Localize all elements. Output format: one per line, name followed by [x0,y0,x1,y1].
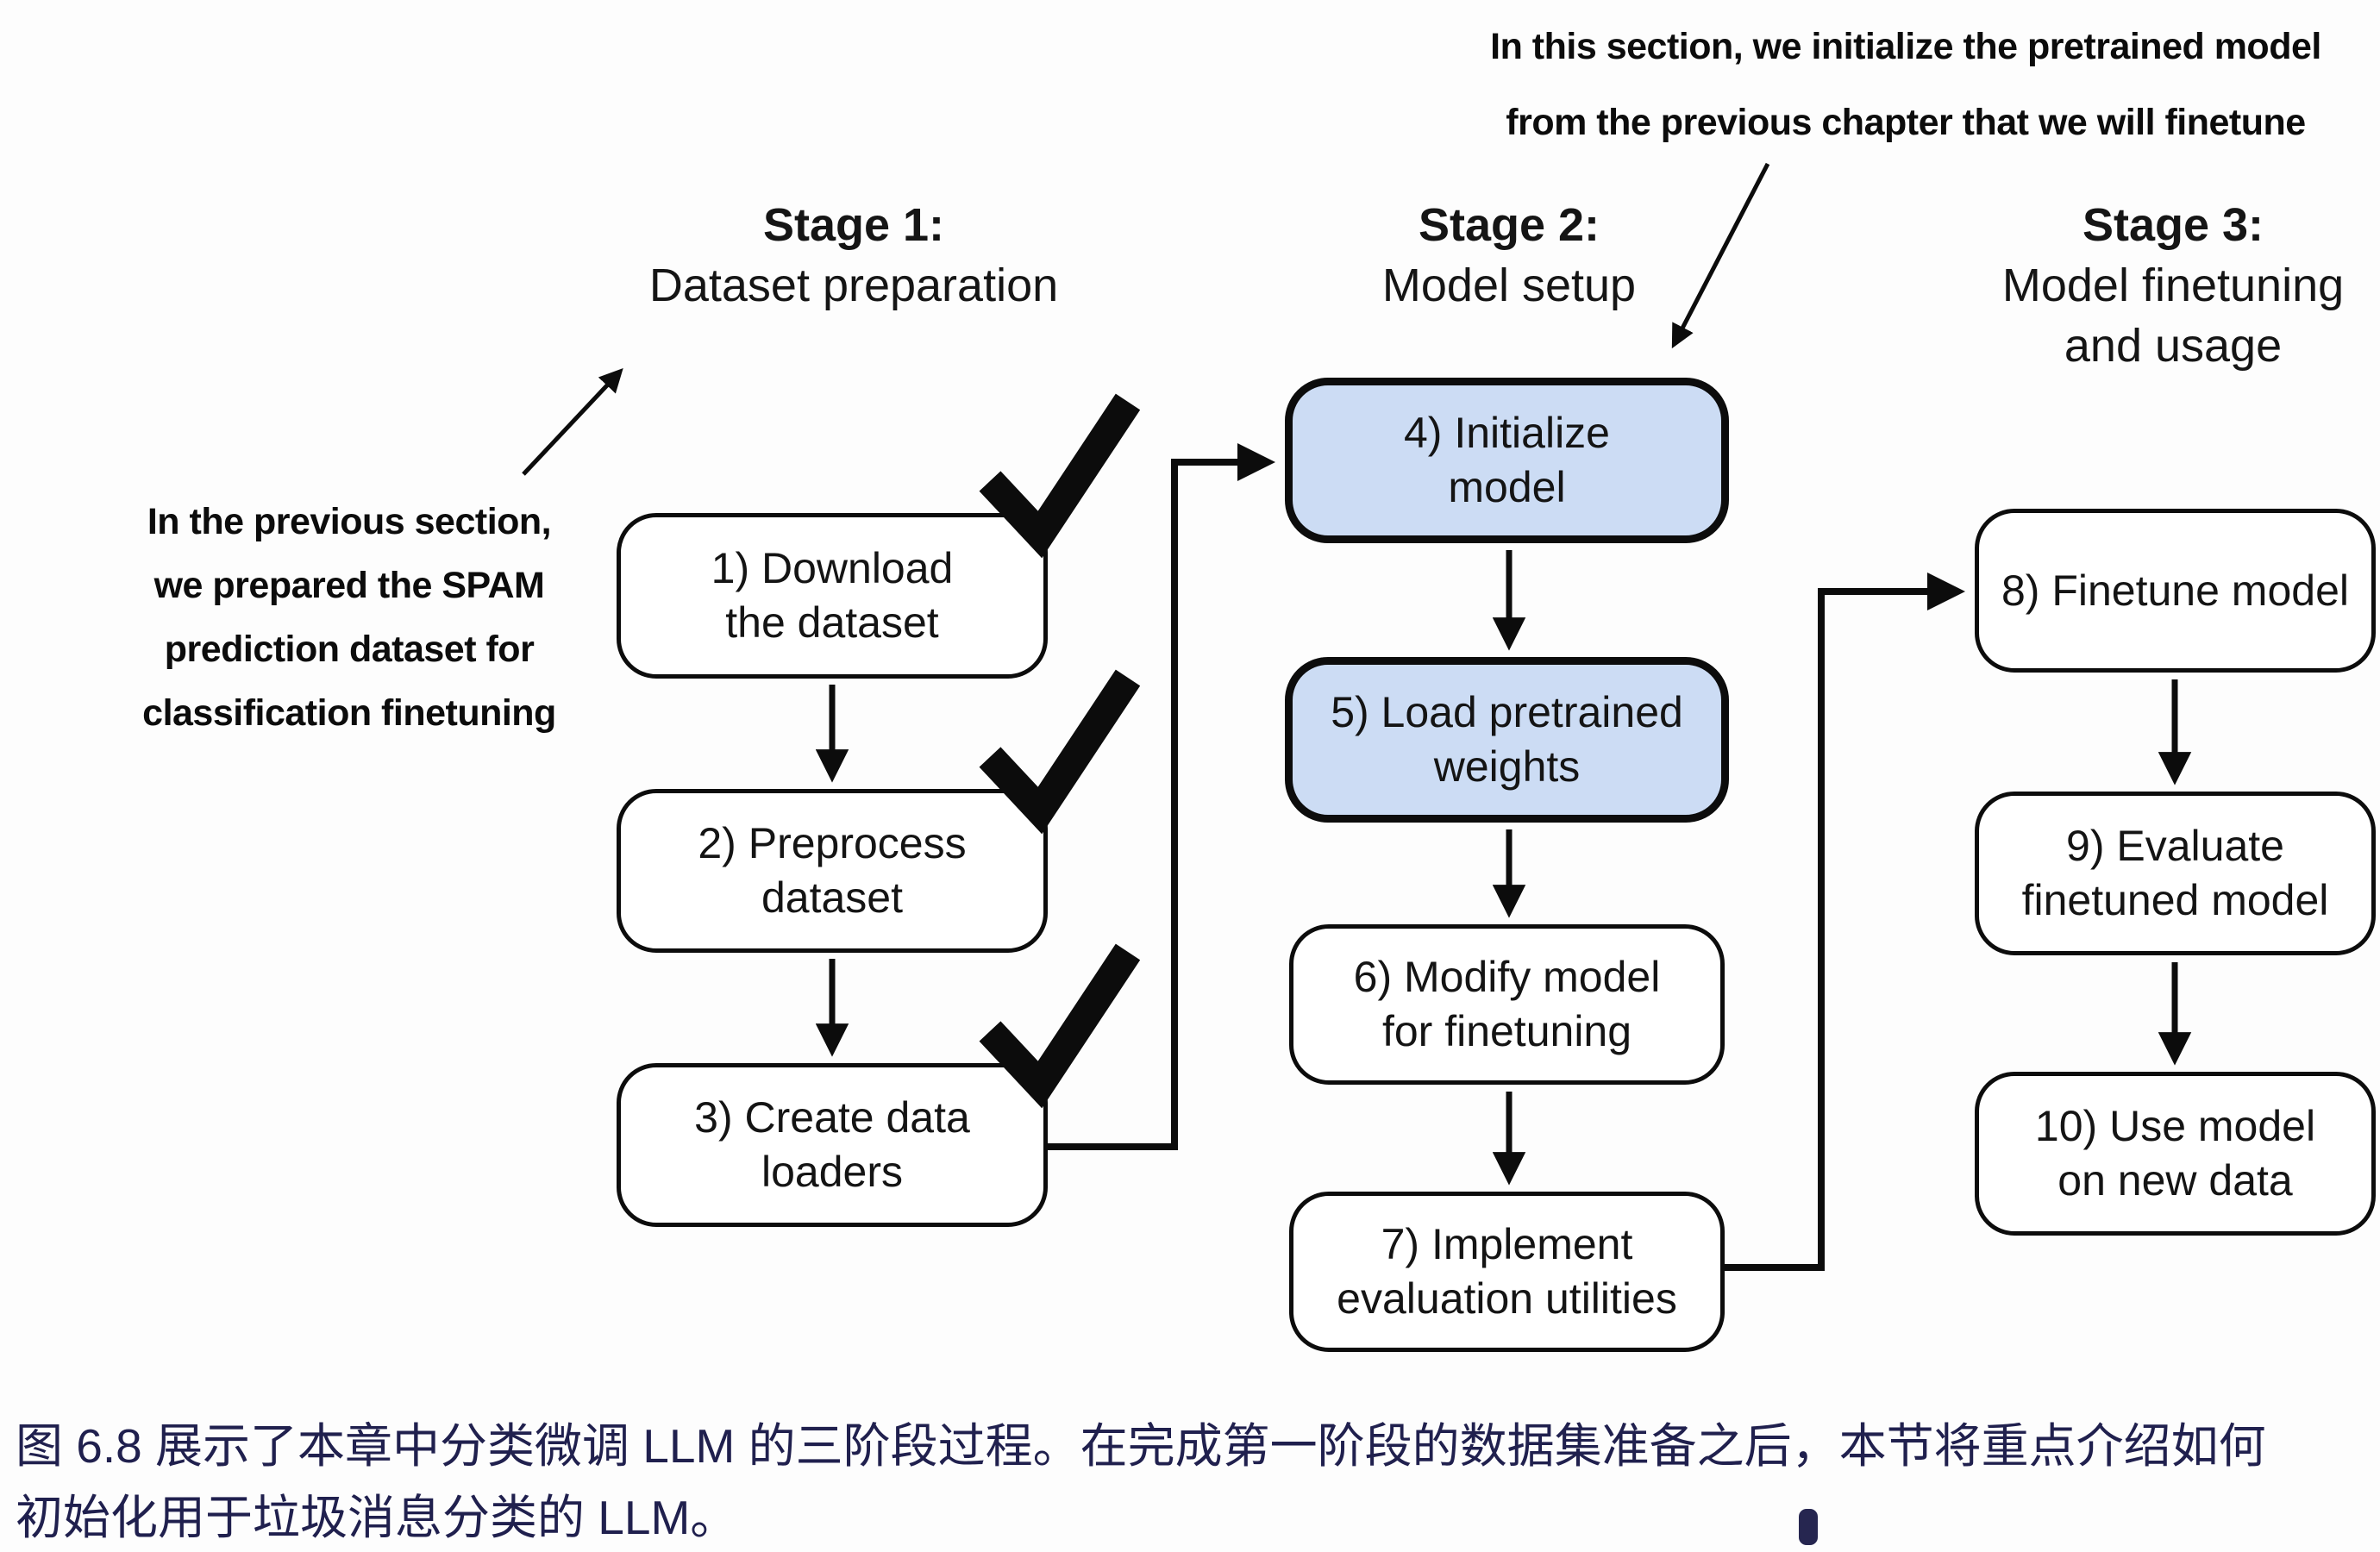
box-label-line: 2) Preprocess [698,819,967,867]
annotation-line: In the previous section, [147,501,552,542]
flow-box-evaluate-finetuned-model: 9) Evaluate finetuned model [1975,792,2376,955]
flow-box-download-dataset: 1) Download the dataset [617,513,1048,679]
box-label-line: 1) Download [711,544,954,592]
stage-subtitle: Model setup [1381,260,1637,311]
annotation-line: we prepared the SPAM [153,565,545,606]
stage-2-header: Stage 2: Model setup [1207,195,1811,316]
box-label-line: 10) Use model [2034,1102,2316,1150]
stage-title: Stage 2: [1418,199,1600,251]
caption-line: 初始化用于垃圾消息分类的 LLM。 [16,1491,738,1544]
box-label-line: 8) Finetune model [2001,566,2349,615]
stage-title: Stage 1: [762,199,945,251]
box-label-line: dataset [761,873,903,922]
flow-box-create-data-loaders: 3) Create data loaders [617,1063,1048,1227]
stage-subtitle: and usage [2064,320,2283,372]
box-label-line: 5) Load pretrained [1331,688,1683,736]
stage-subtitle: Model finetuning [2001,260,2345,311]
box-label-line: loaders [761,1148,903,1196]
box-label-line: on new data [2057,1156,2293,1205]
connector-box7-to-box8 [1725,573,1965,1271]
annotation-line: classification finetuning [142,692,556,734]
flow-box-preprocess-dataset: 2) Preprocess dataset [617,789,1048,953]
annotation-line: from the previous chapter that we will f… [1506,102,2306,143]
figure-caption: 图 6.8 展示了本章中分类微调 LLM 的三阶段过程。在完成第一阶段的数据集准… [16,1411,2370,1552]
box-label-line: model [1448,463,1566,511]
annotation-previous-section-spam: In the previous section, we prepared the… [82,490,617,745]
flow-box-modify-model: 6) Modify model for finetuning [1289,924,1725,1085]
box-label-line: the dataset [725,598,939,647]
annotation-line: In this section, we initialize the pretr… [1490,26,2321,67]
box-label-line: finetuned model [2021,876,2329,924]
box-label-line: for finetuning [1381,1007,1632,1055]
connector-box3-to-box4 [1048,443,1275,1150]
box-label-line: 6) Modify model [1353,953,1661,1001]
box-label-line: evaluation utilities [1337,1274,1677,1323]
stage-title: Stage 3: [2082,199,2264,251]
stage-3-header: Stage 3: Model finetuning and usage [1871,195,2380,376]
box-label-line: 4) Initialize [1404,409,1610,457]
box-label-line: weights [1433,742,1581,791]
box-label-line: 9) Evaluate [2066,822,2284,870]
box-label-line: 7) Implement [1381,1220,1633,1268]
flow-box-implement-evaluation-utilities: 7) Implement evaluation utilities [1289,1192,1725,1352]
stray-mark [1799,1509,1818,1545]
annotation-line: prediction dataset for [164,629,535,670]
arrow-left-annotation-to-stage1 [522,367,623,476]
flow-box-initialize-model: 4) Initialize model [1285,378,1729,543]
flow-box-finetune-model: 8) Finetune model [1975,509,2376,673]
box-label-line: 3) Create data [694,1093,970,1142]
annotation-initialize-pretrained-model: In this section, we initialize the pretr… [1431,9,2380,160]
flow-box-use-model-new-data: 10) Use model on new data [1975,1072,2376,1236]
stage-subtitle: Dataset preparation [648,260,1059,311]
flow-box-load-pretrained-weights: 5) Load pretrained weights [1285,657,1729,823]
caption-line: 图 6.8 展示了本章中分类微调 LLM 的三阶段过程。在完成第一阶段的数据集准… [16,1419,2266,1473]
stage-1-header: Stage 1: Dataset preparation [552,195,1156,316]
